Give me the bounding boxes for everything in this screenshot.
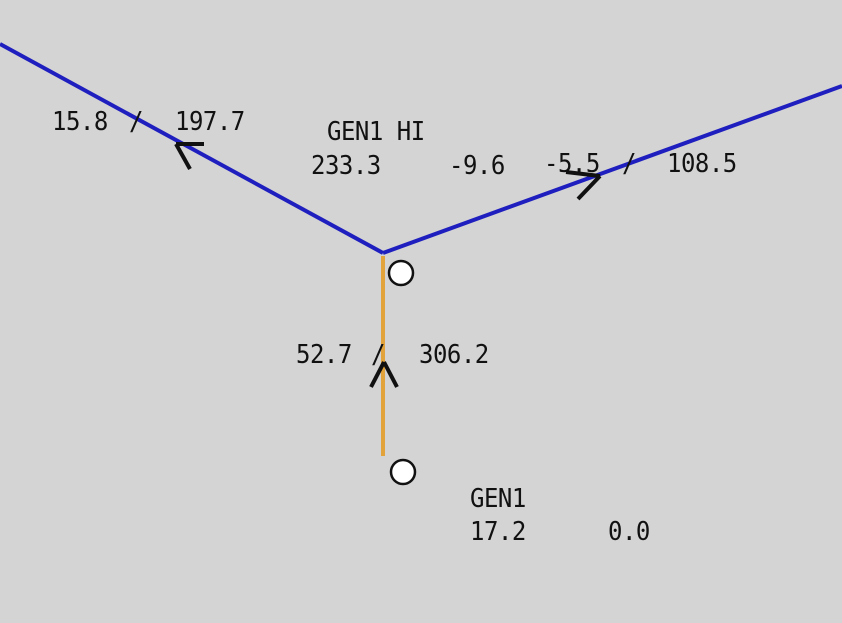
line-left-q: 197.7	[175, 106, 245, 137]
bus-hi-angle: -9.6	[449, 150, 505, 181]
line-left-sep: /	[129, 106, 143, 137]
flow-arrow-right-icon	[565, 170, 602, 201]
bus-gen-angle: 0.0	[608, 516, 650, 547]
transformer-p: 52.7	[296, 339, 352, 370]
line-left-p: 15.8	[52, 106, 108, 137]
bus-hi-name: GEN1 HI	[327, 116, 425, 147]
line-right-p: -5.5	[544, 148, 600, 179]
line-right-sep: /	[622, 148, 636, 179]
bus-gen-voltage: 17.2	[470, 516, 526, 547]
bus-hi-voltage: 233.3	[311, 150, 381, 181]
bus-gen-name: GEN1	[470, 483, 526, 514]
flow-arrow-left-icon	[174, 142, 204, 170]
transformer-sep: /	[371, 339, 385, 370]
breaker-hi-icon[interactable]	[387, 259, 415, 287]
transmission-line-right[interactable]	[382, 84, 842, 255]
breaker-gen-icon[interactable]	[389, 458, 417, 486]
transmission-line-left[interactable]	[0, 42, 384, 255]
line-right-q: 108.5	[667, 148, 737, 179]
flow-arrow-up-icon	[369, 361, 399, 388]
transformer-q: 306.2	[419, 339, 489, 370]
